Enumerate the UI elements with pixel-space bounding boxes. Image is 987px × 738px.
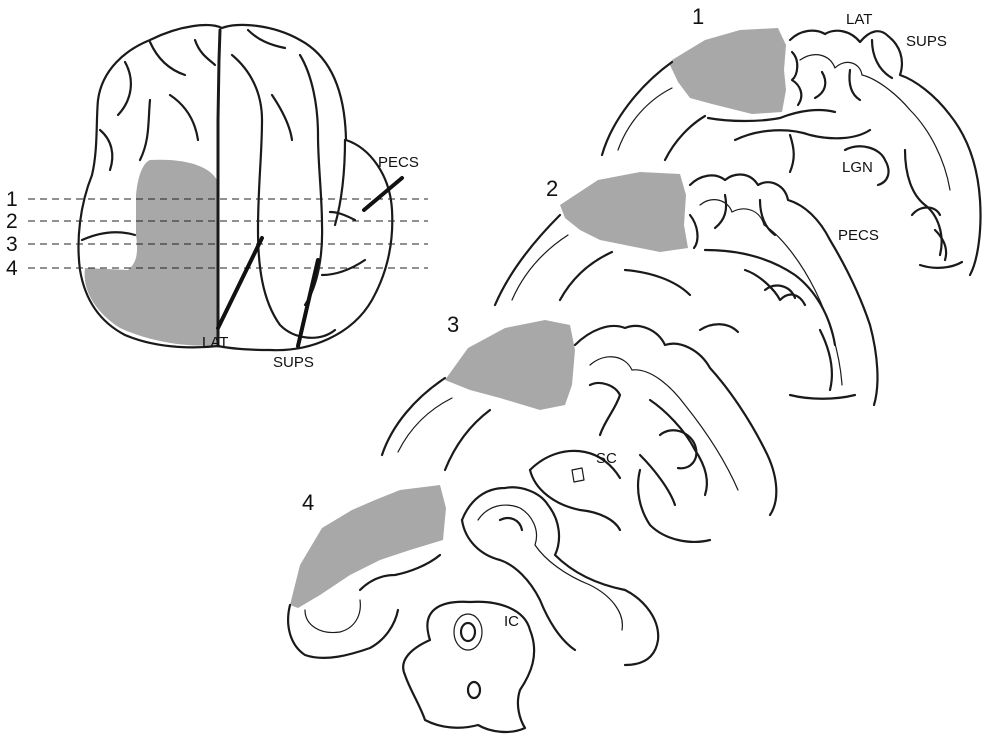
pecs-pointer [364, 178, 402, 210]
coronal-section-4: 4 IC [288, 485, 658, 732]
level-number-3: 3 [6, 233, 18, 256]
label-lat-section-1: LAT [846, 11, 872, 28]
label-pecs-section-2: PECS [838, 227, 879, 244]
label-sc: SC [596, 450, 617, 467]
label-lgn: LGN [842, 159, 873, 176]
label-sups-section-1: SUPS [906, 33, 947, 50]
section-number-2: 2 [546, 176, 558, 201]
level-number-1: 1 [6, 188, 18, 211]
level-number-4: 4 [6, 257, 18, 280]
lesion-area-section-1 [670, 28, 786, 114]
label-lat-dorsal: LAT [202, 334, 228, 351]
dorsal-brain-view: 1 2 3 4 PECS LAT SUPS [6, 25, 428, 371]
midline [218, 30, 220, 346]
lat-pointer [218, 238, 262, 328]
sups-pointer [298, 260, 318, 346]
label-ic: IC [504, 613, 519, 630]
lesion-area-section-3 [445, 320, 575, 410]
section-number-3: 3 [447, 312, 459, 337]
label-sups-dorsal: SUPS [273, 354, 314, 371]
lesion-area-dorsal [85, 160, 218, 346]
section-number-1: 1 [692, 4, 704, 29]
lesion-area-section-2 [560, 172, 688, 252]
label-pecs-dorsal: PECS [378, 154, 419, 171]
level-number-2: 2 [6, 210, 18, 233]
section-number-4: 4 [302, 490, 314, 515]
